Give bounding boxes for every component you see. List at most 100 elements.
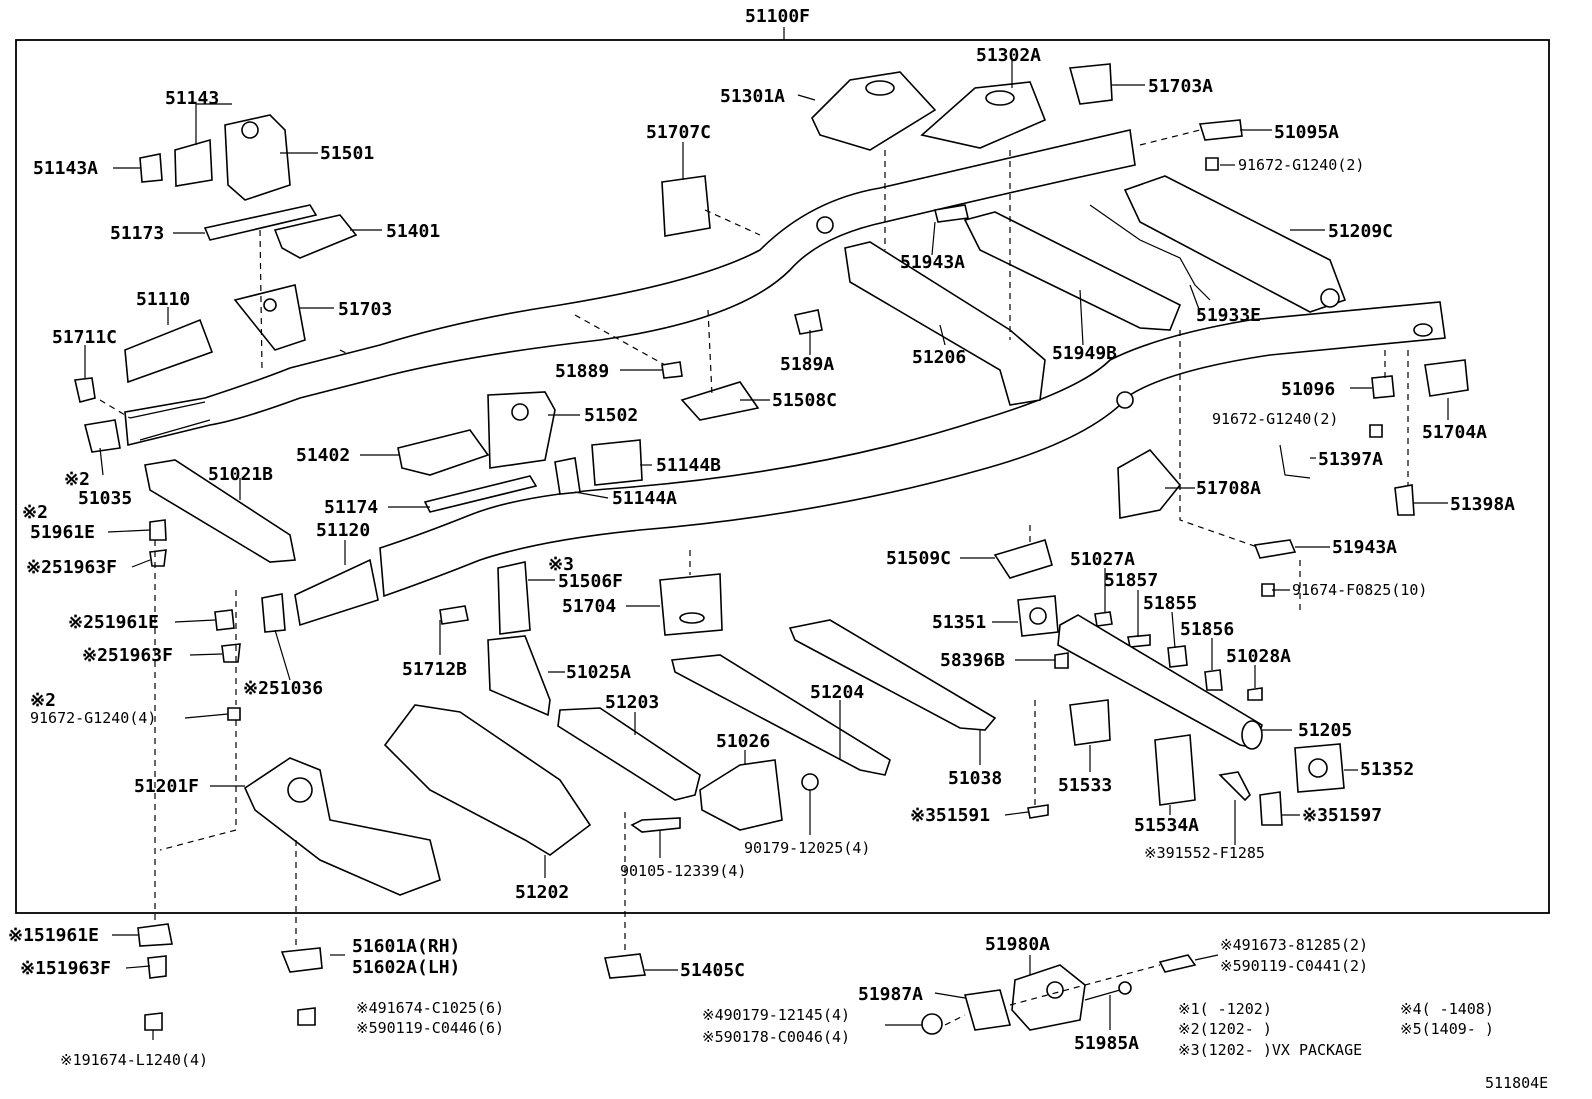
callout-51035: 51035 <box>78 488 132 509</box>
part-51120 <box>294 558 379 627</box>
part-51707C <box>661 175 711 237</box>
part-51963F-2 <box>221 643 241 663</box>
callout-51963F-2: ※251963F <box>82 645 173 666</box>
callout-51987A: 51987A <box>858 984 923 1005</box>
callout-51401: 51401 <box>386 221 440 242</box>
callout-91552-F1285: ※391552-F1285 <box>1144 844 1265 862</box>
callout-91674-F0825: 91674-F0825(10) <box>1292 581 1427 599</box>
callout-91672-G1240-4: 91672-G1240(4) <box>30 709 156 727</box>
part-51855 <box>1167 645 1188 668</box>
part-bolt-91552 <box>1218 771 1251 802</box>
callout-51601A: 51601A(RH) <box>352 936 460 957</box>
part-58396B <box>1054 652 1069 669</box>
part-51961E-1 <box>149 519 167 541</box>
callout-51707C: 51707C <box>646 122 711 143</box>
part-51943A-2 <box>1253 539 1297 559</box>
part-51987A <box>963 989 1012 1031</box>
part-51601A <box>280 947 323 973</box>
part-nut-90179-12145 <box>921 1013 943 1035</box>
callout-51961E-2: ※251961E <box>68 612 159 633</box>
part-51351 <box>1017 595 1059 637</box>
callout-51398A: 51398A <box>1450 494 1515 515</box>
callout-51110: 51110 <box>136 289 190 310</box>
callout-51711C: 51711C <box>52 327 117 348</box>
part-51038 <box>788 619 997 731</box>
callout-51704: 51704 <box>562 596 616 617</box>
part-nut-90179-12025 <box>801 773 819 791</box>
part-51963F-1 <box>149 549 167 567</box>
callout-51204: 51204 <box>810 682 864 703</box>
callout-51120: 51120 <box>316 520 370 541</box>
callout-51205: 51205 <box>1298 720 1352 741</box>
part-51204 <box>671 654 891 776</box>
part-51143 <box>174 138 213 187</box>
frame-rail-right <box>379 301 1446 598</box>
callout-51302A: 51302A <box>976 45 1041 66</box>
part-51021B <box>144 459 296 563</box>
footnote-5: ※5(1409- ) <box>1400 1020 1494 1038</box>
part-51096 <box>1371 375 1395 399</box>
part-5189A <box>794 309 823 335</box>
part-51206 <box>844 241 1046 406</box>
part-51202 <box>383 704 592 856</box>
part-51703A <box>1068 63 1113 105</box>
callout-51173: 51173 <box>110 223 164 244</box>
callout-90178-C0046: ※590178-C0046(4) <box>702 1028 850 1046</box>
part-51501 <box>224 114 291 201</box>
callout-51143A: 51143A <box>33 158 98 179</box>
callout-51397A: 51397A <box>1318 449 1383 470</box>
callout-51038: 51038 <box>948 768 1002 789</box>
part-51203 <box>557 707 701 801</box>
part-51144B <box>591 439 643 486</box>
callout-51985A: 51985A <box>1074 1033 1139 1054</box>
callout-58396B: 58396B <box>940 650 1005 671</box>
part-51502 <box>487 391 556 469</box>
part-bolt-91674-F <box>1261 583 1275 597</box>
part-51712B <box>439 605 469 625</box>
part-51943A-1 <box>934 204 969 223</box>
part-51509C <box>993 538 1053 579</box>
part-51143A <box>139 153 163 183</box>
callout-51963F-3: ※151963F <box>20 958 111 979</box>
part-51711C <box>74 377 96 403</box>
callout-51943A-2: 51943A <box>1332 537 1397 558</box>
callout-51405C: 51405C <box>680 960 745 981</box>
part-51405C <box>604 953 646 979</box>
callout-51174: 51174 <box>324 497 378 518</box>
callout-51143: 51143 <box>165 88 219 109</box>
part-51027A <box>1094 611 1113 627</box>
callout-51506F-mark: ※3 <box>548 554 574 575</box>
part-51933E <box>1089 204 1211 301</box>
part-51961E-3 <box>137 923 173 947</box>
footnote-1: ※1( -1202) <box>1178 1000 1272 1018</box>
callout-51209C: 51209C <box>1328 221 1393 242</box>
callout-51351: 51351 <box>932 612 986 633</box>
callout-90119-C0446: ※590119-C0446(6) <box>356 1019 504 1037</box>
callout-51025A: 51025A <box>566 662 631 683</box>
callout-91674-L1240: ※191674-L1240(4) <box>60 1051 208 1069</box>
part-51704A <box>1424 359 1469 397</box>
part-51205 <box>1057 614 1263 750</box>
callout-51961E-1: 51961E <box>30 522 95 543</box>
callout-51602A: 51602A(LH) <box>352 957 460 978</box>
callout-51203: 51203 <box>605 692 659 713</box>
part-51352 <box>1294 743 1345 793</box>
part-51025A <box>487 635 551 717</box>
part-51301A <box>811 71 937 151</box>
part-bolt-91672-3 <box>1369 424 1383 438</box>
callout-51712B: 51712B <box>402 659 467 680</box>
callout-51096: 51096 <box>1281 379 1335 400</box>
callout-51028A: 51028A <box>1226 646 1291 667</box>
callout-51506F: 51506F <box>558 571 623 592</box>
callout-51501: 51501 <box>320 143 374 164</box>
callout-51095A: 51095A <box>1274 122 1339 143</box>
callout-51035-mark: ※2 <box>64 469 90 490</box>
frame-rail-left <box>124 129 1136 446</box>
part-51398A <box>1394 484 1415 516</box>
part-bolt-91674-L <box>144 1012 163 1031</box>
callout-51144B: 51144B <box>656 455 721 476</box>
callout-51889: 51889 <box>555 361 609 382</box>
part-51209C <box>1123 175 1347 313</box>
callout-51508C: 51508C <box>772 390 837 411</box>
